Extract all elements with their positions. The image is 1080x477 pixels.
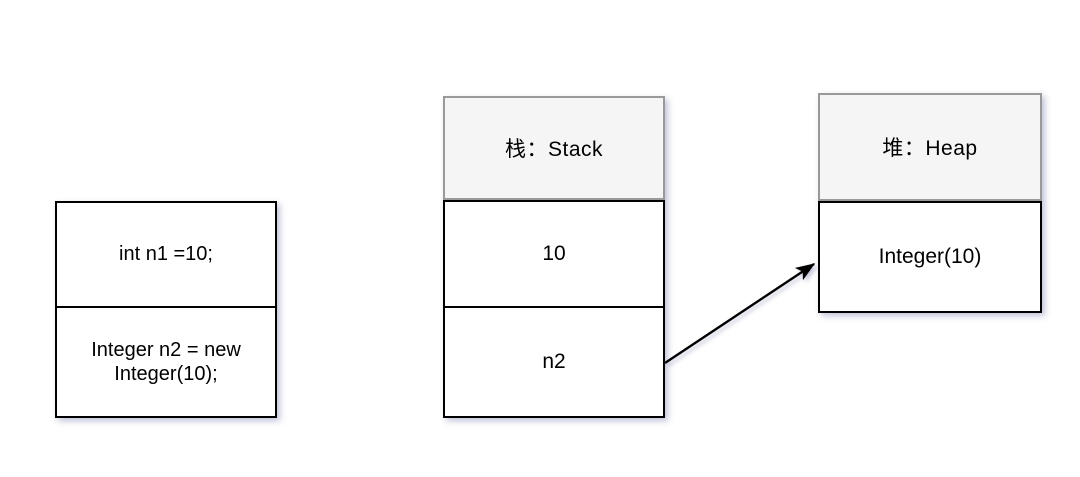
code-statements-box: int n1 =10; Integer n2 = new Integer(10)…: [55, 201, 277, 418]
heap-row-integer-object: Integer(10): [818, 201, 1042, 313]
stack-row-1-text: 10: [542, 242, 566, 265]
heap-box: 堆：Heap Integer(10): [818, 93, 1042, 313]
stack-row-value-10: 10: [443, 200, 665, 308]
stack-header-label: 栈：Stack: [504, 138, 604, 161]
stack-row-value-n2: n2: [443, 308, 665, 418]
reference-arrow: [664, 263, 816, 364]
heap-row-1-text: Integer(10): [878, 245, 982, 268]
code-statement-2-line-2: Integer(10);: [114, 363, 218, 385]
stack-row-2-text: n2: [542, 350, 566, 373]
heap-header: 堆：Heap: [818, 93, 1042, 201]
heap-header-label: 堆：Heap: [882, 137, 978, 160]
code-statement-row-2: Integer n2 = new Integer(10);: [55, 308, 277, 418]
code-statement-row-1: int n1 =10;: [55, 201, 277, 308]
stack-box: 栈：Stack 10 n2: [443, 96, 665, 418]
code-statement-2-line-1: Integer n2 = new: [91, 338, 241, 361]
stack-header: 栈：Stack: [443, 96, 665, 200]
code-statement-1-text: int n1 =10;: [119, 243, 213, 266]
code-statement-2-text: Integer n2 = new Integer(10);: [91, 338, 241, 387]
